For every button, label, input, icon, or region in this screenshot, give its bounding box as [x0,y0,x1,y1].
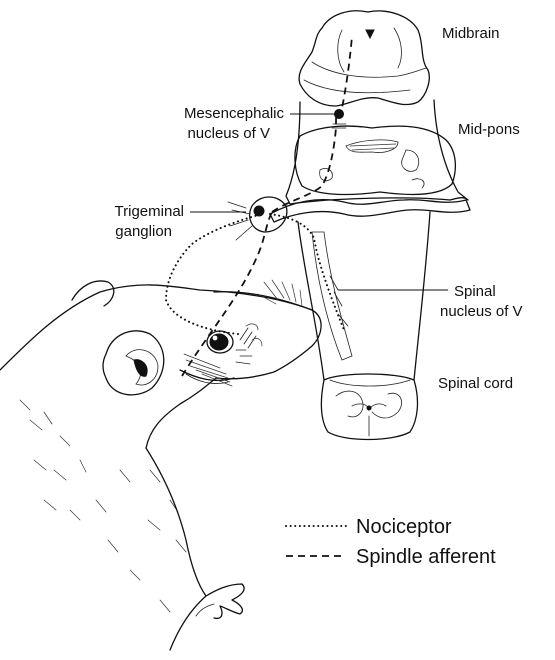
medulla-outline [298,212,430,380]
rat-whiskers [258,280,302,306]
label-spinal-nucleus-line2: nucleus of V [440,303,523,320]
afferent-pathways [166,36,352,376]
label-trigeminal-line2: ganglion [115,223,172,240]
mid-pons-section [295,126,455,194]
rat-masseter [184,354,232,386]
spinal-cord-section [321,374,417,440]
legend-spindle-label: Spindle afferent [356,546,496,568]
nociceptor-path [166,214,262,334]
label-trigeminal-line1: Trigeminal [115,203,184,220]
midbrain-section [299,11,429,106]
rat-whisker-pad [236,324,262,364]
rat-eye [207,331,233,353]
rat-ear [72,281,164,395]
rat-head [0,285,321,448]
label-spinal-cord: Spinal cord [438,375,513,392]
rat-fur [20,400,186,612]
label-mid-pons: Mid-pons [458,121,520,138]
mesencephalic-soma [335,110,344,119]
label-mesencephalic-line1: Mesencephalic [184,105,285,122]
label-spinal-nucleus-line1: Spinal [454,283,496,300]
rat-body [146,448,206,650]
label-midbrain: Midbrain [442,25,500,42]
pons-outline [286,100,468,204]
rat-paw [196,584,244,618]
legend: Nociceptor Spindle afferent [286,516,496,568]
rat-drawing [0,280,321,650]
legend-nociceptor-label: Nociceptor [356,516,452,538]
label-mesencephalic-line2: nucleus of V [187,125,270,142]
trigeminal-ganglion [228,197,287,240]
